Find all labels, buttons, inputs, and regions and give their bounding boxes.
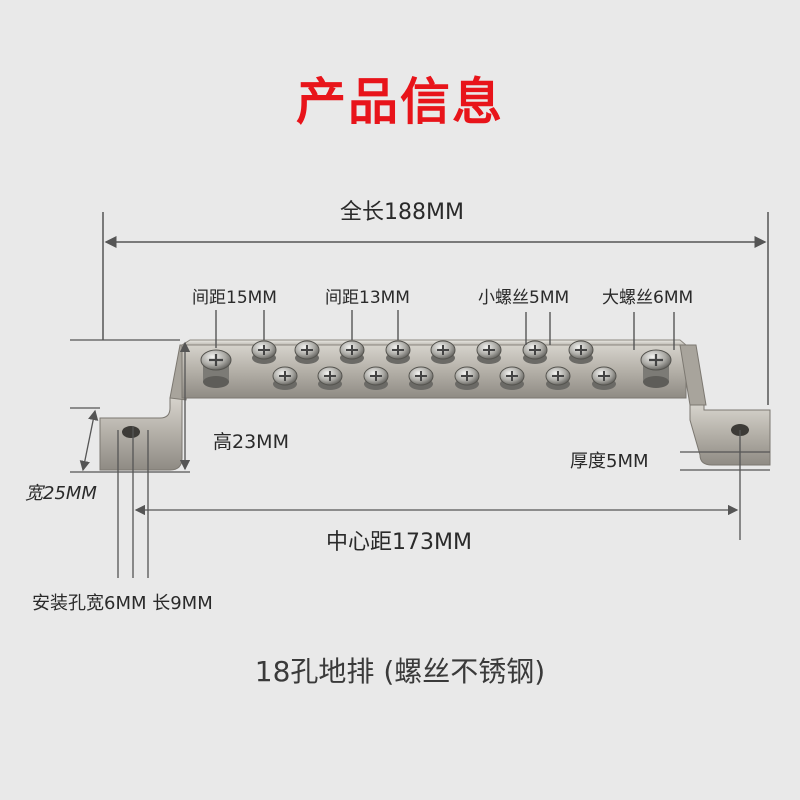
large-screw-right (640, 349, 672, 388)
height-label: 高23MM (213, 431, 289, 453)
callout-leaders (215, 310, 675, 350)
screw (294, 340, 320, 364)
screw (408, 366, 434, 390)
mount-hole-left (122, 426, 140, 438)
total-length-label: 全长188MM (340, 200, 464, 225)
large-screw-left (200, 349, 232, 388)
total-length-dimension (102, 212, 769, 405)
large-screws (200, 349, 672, 388)
screw (499, 366, 525, 390)
mount-hole-dimension (117, 426, 149, 578)
center-distance-label: 中心距173MM (326, 530, 472, 555)
screws-back-row (251, 340, 594, 364)
screw (363, 366, 389, 390)
thickness-dimension (680, 451, 770, 471)
page-title: 产品信息 (296, 73, 504, 131)
width-label: 宽25MM (25, 483, 97, 504)
screw (454, 366, 480, 390)
screws-front-row (272, 366, 617, 390)
height-dimension (70, 339, 191, 473)
mount-hole-label: 安装孔宽6MM 长9MM (32, 593, 213, 614)
screw (476, 340, 502, 364)
screw (251, 340, 277, 364)
screw (385, 340, 411, 364)
screw (522, 340, 548, 364)
screw (545, 366, 571, 390)
product-caption: 18孔地排 (螺丝不锈钢) (254, 655, 546, 688)
screw (591, 366, 617, 390)
screw (339, 340, 365, 364)
pitch-13-label: 间距13MM (325, 288, 410, 308)
large-screw-label: 大螺丝6MM (602, 288, 694, 308)
small-screw-label: 小螺丝5MM (478, 288, 570, 308)
center-distance-dimension (134, 430, 741, 540)
pitch-15-label: 间距15MM (192, 288, 277, 308)
screw (272, 366, 298, 390)
screw (430, 340, 456, 364)
thickness-label: 厚度5MM (570, 451, 649, 472)
screw (317, 366, 343, 390)
screw (568, 340, 594, 364)
width-dimension (70, 407, 100, 472)
